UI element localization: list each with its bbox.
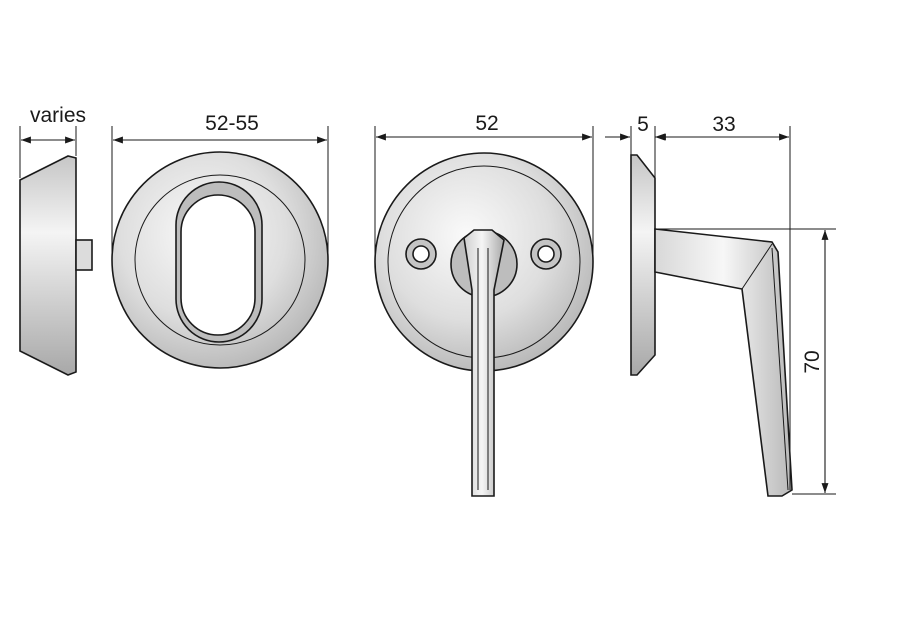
dimension-5: 5 <box>605 113 665 178</box>
handle-rosette-front-view <box>374 152 594 497</box>
dimension-33: 33 <box>656 113 791 490</box>
dimension-label-varies: varies <box>30 104 86 127</box>
dimension-label-33: 33 <box>712 113 735 136</box>
dimension-label-70: 70 <box>801 350 824 373</box>
dimension-varies: varies <box>19 104 86 178</box>
handle-side-view <box>630 154 793 497</box>
dimension-label-52-55: 52-55 <box>205 112 259 135</box>
lever-handle-side <box>654 228 793 497</box>
dimension-label-5: 5 <box>637 113 649 136</box>
dimension-70: 70 <box>655 228 836 495</box>
dimension-52: 52 <box>374 112 594 256</box>
dimension-52-55: 52-55 <box>111 112 329 254</box>
cylinder-rosette-front-view <box>111 151 329 369</box>
dimension-label-52: 52 <box>475 112 498 135</box>
screw-hole-right <box>530 238 562 270</box>
cylinder-rosette-side-view <box>19 155 93 376</box>
screw-hole-left <box>405 238 437 270</box>
lever-handle-front <box>463 229 505 497</box>
